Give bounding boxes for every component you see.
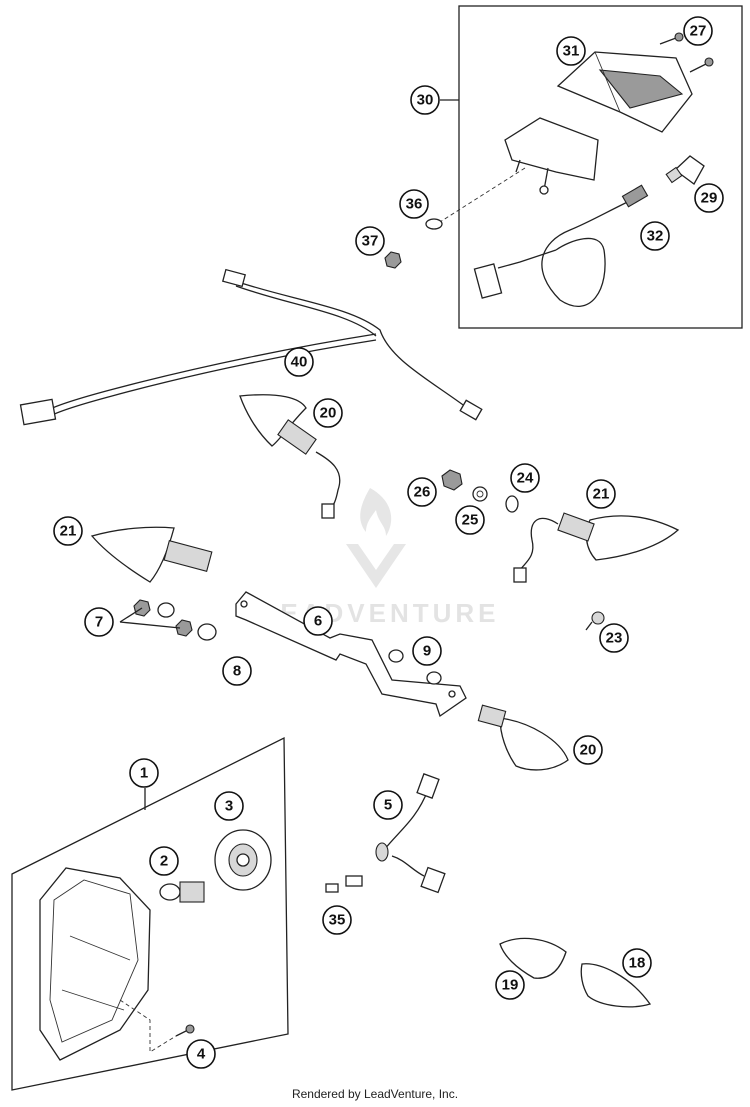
wiring-harness-40 [19, 268, 483, 426]
callout-4[interactable]: 4 [186, 1039, 216, 1069]
indicator-21-left [90, 526, 213, 583]
callout-27[interactable]: 27 [683, 16, 713, 46]
bracket-6 [235, 591, 467, 718]
svg-text:36: 36 [406, 196, 423, 213]
svg-text:37: 37 [362, 233, 379, 250]
svg-text:6: 6 [314, 613, 322, 630]
svg-text:3: 3 [225, 798, 233, 815]
indicator-20-upper [239, 394, 341, 519]
svg-text:19: 19 [502, 977, 519, 994]
svg-text:25: 25 [462, 512, 479, 529]
callout-2[interactable]: 2 [149, 846, 179, 876]
callout-40[interactable]: 40 [284, 347, 314, 377]
callout-26[interactable]: 26 [407, 477, 437, 507]
washer-24 [505, 495, 519, 513]
socket-wire-5 [375, 773, 446, 894]
lens-18 [580, 963, 652, 1008]
headlight-frame [11, 736, 289, 1091]
callout-1[interactable]: 1 [129, 758, 159, 788]
svg-text:20: 20 [320, 405, 337, 422]
callout-20-lower[interactable]: 20 [573, 735, 603, 765]
screw-23 [585, 611, 605, 631]
svg-text:26: 26 [414, 484, 431, 501]
indicator-21-right [513, 512, 680, 583]
svg-text:8: 8 [233, 663, 241, 680]
svg-text:21: 21 [593, 486, 610, 503]
flame-logo-icon [360, 488, 392, 536]
indicator-20-lower [477, 704, 569, 771]
inset-frame [458, 5, 743, 329]
callout-5[interactable]: 5 [373, 790, 403, 820]
svg-text:21: 21 [60, 523, 77, 540]
callout-8[interactable]: 8 [222, 656, 252, 686]
headlight-bulb-2 [159, 881, 205, 903]
washer-36 [425, 218, 443, 230]
callout-30[interactable]: 30 [410, 85, 440, 115]
svg-text:18: 18 [629, 955, 646, 972]
callout-6[interactable]: 6 [303, 606, 333, 636]
svg-text:40: 40 [291, 354, 308, 371]
svg-text:29: 29 [701, 190, 718, 207]
svg-text:20: 20 [580, 742, 597, 759]
callout-20-upper[interactable]: 20 [313, 398, 343, 428]
svg-text:4: 4 [197, 1046, 206, 1063]
lens-19 [499, 937, 567, 979]
v-logo-icon [346, 544, 406, 588]
svg-text:5: 5 [384, 797, 392, 814]
callout-3[interactable]: 3 [214, 791, 244, 821]
svg-text:1: 1 [140, 765, 148, 782]
callout-9[interactable]: 9 [412, 636, 442, 666]
callout-25[interactable]: 25 [455, 505, 485, 535]
tail-light-lens-31 [556, 51, 693, 133]
callout-35[interactable]: 35 [322, 905, 352, 935]
callout-18[interactable]: 18 [622, 948, 652, 978]
svg-text:7: 7 [95, 614, 103, 631]
bulb-29 [665, 155, 705, 185]
washer-25 [472, 486, 488, 502]
grommets-9 [388, 649, 442, 685]
svg-text:35: 35 [329, 912, 346, 929]
callout-32[interactable]: 32 [640, 221, 670, 251]
svg-text:2: 2 [160, 853, 168, 870]
screw-4 [119, 999, 195, 1053]
svg-text:32: 32 [647, 228, 664, 245]
nut-37 [384, 251, 402, 269]
callout-24[interactable]: 24 [510, 463, 540, 493]
callout-19[interactable]: 19 [495, 970, 525, 1000]
screws-27 [659, 32, 714, 73]
svg-text:24: 24 [517, 470, 534, 487]
footer-credit: Rendered by LeadVenture, Inc. [291, 1087, 459, 1101]
reflector-3 [214, 829, 272, 891]
headlight-1 [39, 867, 151, 1061]
leader-lines [119, 99, 459, 810]
grommets-8 [157, 602, 217, 641]
svg-text:9: 9 [423, 643, 431, 660]
wire-harness-32 [473, 184, 649, 307]
svg-text:23: 23 [606, 630, 623, 647]
callout-29[interactable]: 29 [694, 183, 724, 213]
svg-text:31: 31 [563, 43, 580, 60]
callout-21-right[interactable]: 21 [586, 479, 616, 509]
svg-text:27: 27 [690, 23, 707, 40]
nut-26 [441, 469, 463, 491]
callout-7[interactable]: 7 [84, 607, 114, 637]
callout-21-left[interactable]: 21 [53, 516, 83, 546]
svg-text:30: 30 [417, 92, 434, 109]
callout-36[interactable]: 36 [399, 189, 429, 219]
tail-light-housing [439, 117, 599, 223]
callout-37[interactable]: 37 [355, 226, 385, 256]
bulbs-35 [325, 875, 363, 893]
callout-23[interactable]: 23 [599, 623, 629, 653]
callout-31[interactable]: 31 [556, 36, 586, 66]
